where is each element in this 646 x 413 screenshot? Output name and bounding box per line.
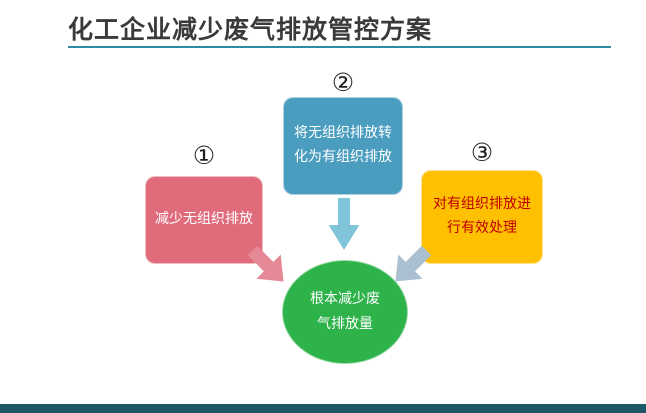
step-box-1: 减少无组织排放 [145,176,263,264]
arrow-down-right-icon [247,245,284,282]
step-number-2: ② [331,68,355,97]
footer-bar [0,404,646,413]
title-underline [68,46,611,48]
result-circle: 根本减少废气排放量 [282,260,408,364]
arrow-down-left-icon [395,245,432,282]
arrow-down-icon [328,198,360,250]
step-box-2: 将无组织排放转化为有组织排放 [283,97,403,195]
step-label-2: 将无组织排放转化为有组织排放 [294,125,392,165]
step-label-3: 对有组织排放进行有效处理 [433,196,531,236]
step-number-3: ③ [470,138,494,167]
result-label: 根本减少废气排放量 [310,290,380,332]
step-number-1: ① [192,141,216,170]
step-box-3: 对有组织排放进行有效处理 [421,170,543,264]
slide-title: 化工企业减少废气排放管控方案 [68,15,433,44]
step-label-1: 减少无组织排放 [155,211,253,228]
